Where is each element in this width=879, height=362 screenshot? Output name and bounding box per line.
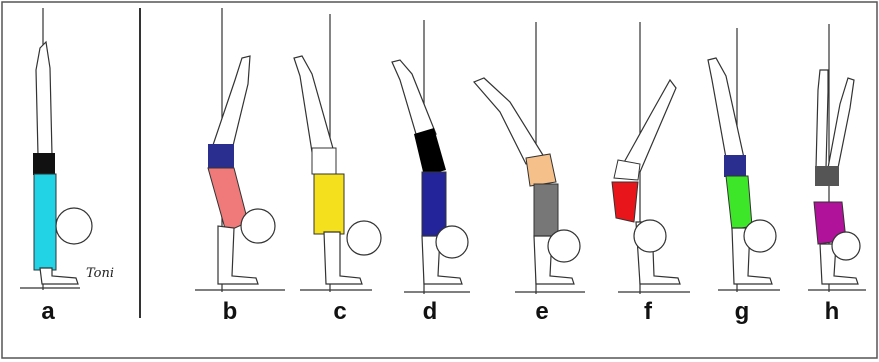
head-b bbox=[241, 209, 275, 243]
shorts-c bbox=[312, 148, 336, 174]
shorts-a bbox=[33, 153, 55, 175]
head-c bbox=[347, 221, 381, 255]
head-d bbox=[436, 226, 468, 258]
torso-c bbox=[314, 174, 344, 234]
label-e: e bbox=[522, 298, 562, 326]
leg-left-h bbox=[816, 70, 828, 168]
legs-g bbox=[708, 58, 744, 158]
label-f: f bbox=[628, 298, 668, 326]
label-g: g bbox=[722, 298, 762, 326]
label-c: c bbox=[320, 298, 360, 326]
torso-g bbox=[726, 176, 752, 230]
label-b: b bbox=[210, 298, 250, 326]
legs-e bbox=[474, 78, 546, 164]
figure-f bbox=[612, 22, 690, 294]
legs-a bbox=[36, 42, 52, 155]
torso-f bbox=[612, 182, 638, 222]
shorts-d bbox=[414, 128, 446, 176]
torso-e bbox=[534, 184, 558, 238]
legs-c bbox=[294, 56, 334, 152]
head-e bbox=[548, 230, 580, 262]
figure-a bbox=[20, 8, 92, 290]
head-a bbox=[56, 208, 92, 244]
figure-e bbox=[474, 22, 585, 294]
leg-right-h bbox=[828, 78, 854, 168]
legs-b bbox=[212, 56, 250, 150]
head-h bbox=[832, 232, 860, 260]
arms-a bbox=[40, 268, 78, 284]
shorts-f bbox=[614, 160, 640, 180]
figure-c bbox=[294, 14, 381, 292]
label-a: a bbox=[28, 298, 68, 326]
torso-d bbox=[422, 172, 446, 238]
figure-g bbox=[708, 28, 780, 292]
artist-signature: Toni bbox=[86, 266, 114, 281]
shorts-b bbox=[208, 144, 234, 168]
label-d: d bbox=[410, 298, 450, 326]
legs-d bbox=[392, 60, 436, 134]
figure-d bbox=[392, 20, 470, 294]
shorts-h bbox=[815, 166, 839, 186]
figure-h bbox=[808, 24, 866, 292]
head-f bbox=[634, 220, 666, 252]
legs-f bbox=[622, 80, 676, 172]
figure-b bbox=[195, 8, 285, 292]
shorts-e bbox=[526, 154, 556, 186]
label-h: h bbox=[812, 298, 852, 326]
torso-a bbox=[34, 174, 56, 270]
head-g bbox=[744, 220, 776, 252]
shorts-g bbox=[724, 155, 746, 177]
